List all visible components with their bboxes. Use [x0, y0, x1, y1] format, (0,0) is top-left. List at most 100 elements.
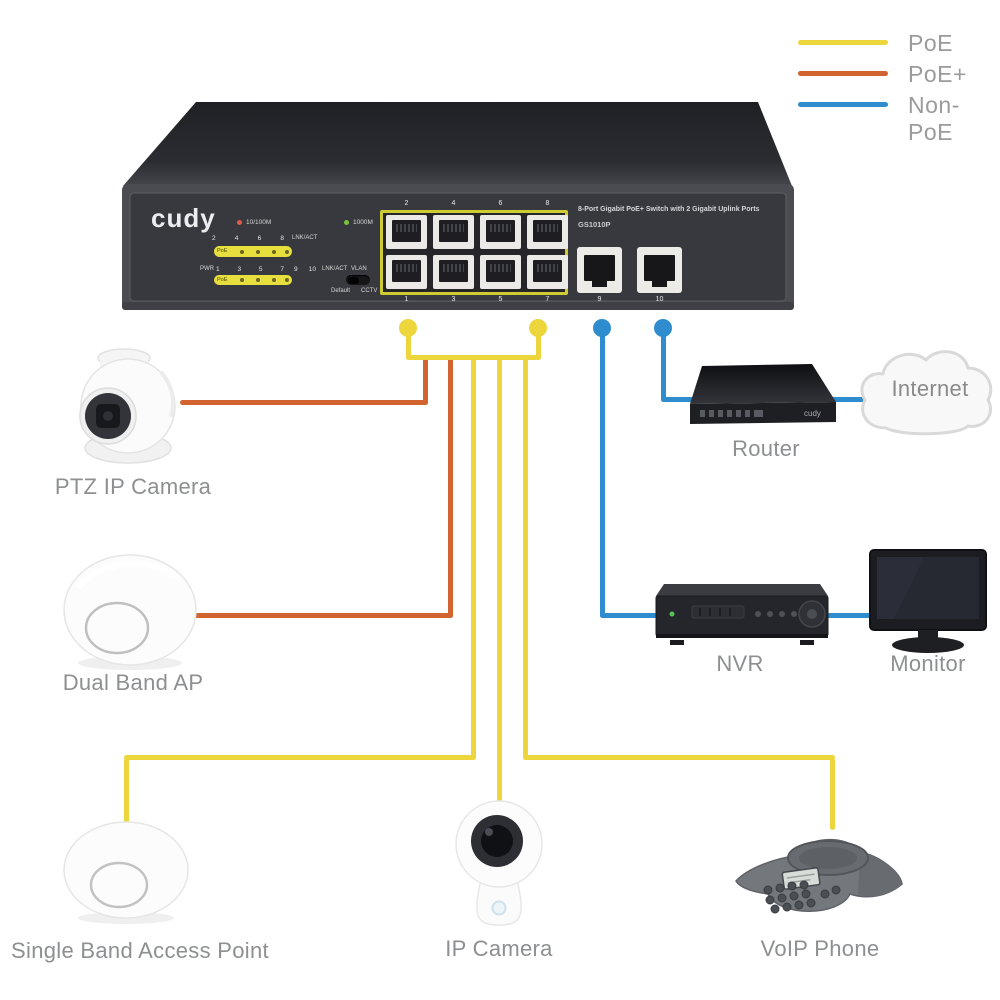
- voip-phone: [735, 839, 903, 914]
- cable-nonpoe-router-vertical: [661, 332, 666, 402]
- ip-camera-label: IP Camera: [445, 936, 553, 961]
- port-number-bottom: 7: [545, 296, 550, 303]
- led-1000-label: 1000M: [353, 219, 373, 226]
- vlan-toggle-switch: [346, 275, 370, 285]
- cable-poe-singleap-horizontal: [124, 755, 476, 760]
- ip-camera: [455, 800, 543, 926]
- cable-poe-plus-ap-horizontal: [193, 613, 453, 618]
- cable-poe-ipcam-vertical: [497, 358, 502, 808]
- internet-cloud: [860, 350, 993, 436]
- ptz-ip-camera-label: PTZ IP Camera: [54, 474, 212, 499]
- nvr: [655, 584, 829, 645]
- cable-poe-voip-drop: [830, 758, 835, 830]
- indicator-row1-numbers: 2 4 6 8: [212, 235, 284, 242]
- uplink-port-10: [637, 247, 682, 293]
- legend-line-poe-plus: [798, 71, 888, 76]
- nvr-label: NVR: [716, 651, 764, 676]
- rj45-port-3: [433, 255, 474, 289]
- legend-label-poe: PoE: [908, 30, 953, 56]
- cable-nonpoe-router-internet: [830, 397, 870, 402]
- legend-line-poe: [798, 40, 888, 45]
- cable-poe-singleap-vertical: [471, 358, 476, 760]
- cable-nonpoe-nvr-monitor: [823, 613, 878, 618]
- indicator-num: 10: [308, 266, 316, 273]
- switch-description: 8-Port Gigabit PoE+ Switch with 2 Gigabi…: [578, 206, 760, 213]
- port-number-top: 8: [545, 200, 550, 207]
- lnk-act-label-row2: LNK/ACT: [322, 266, 348, 272]
- led-1000-dot: [344, 220, 349, 225]
- single-band-access-point: [63, 821, 189, 924]
- indicator-num: 5: [258, 266, 263, 273]
- poe-led-bar-row1: PoE: [214, 246, 292, 257]
- indicator-num: 3: [237, 266, 242, 273]
- indicator-row2-numbers: 1 3 5 7: [216, 266, 284, 273]
- indicator-num: 4: [234, 235, 239, 242]
- uplink-port-9: [577, 247, 622, 293]
- poe-bar-label: PoE: [217, 276, 228, 283]
- indicator-num: 8: [280, 235, 284, 242]
- port-number-bottom: 3: [451, 296, 456, 303]
- port-number-top: 2: [404, 200, 409, 207]
- monitor-label: Monitor: [890, 651, 966, 676]
- indicator-num: 7: [280, 266, 284, 273]
- cable-nonpoe-router-horizontal: [661, 397, 701, 402]
- led-10-100-dot: [237, 220, 242, 225]
- router-logo: cudy: [804, 409, 821, 418]
- indicator-num: 9: [294, 266, 298, 273]
- poe-port-dot-left: [399, 319, 417, 337]
- legend-label-non-poe: Non-PoE: [908, 92, 960, 145]
- rj45-port-7: [527, 255, 568, 289]
- monitor: [869, 549, 987, 653]
- nonpoe-port-dot-right: [654, 319, 672, 337]
- dual-band-ap: [63, 554, 197, 670]
- switch-base-strip: [122, 302, 794, 310]
- cable-poe-plus-ap-vertical: [448, 358, 453, 618]
- legend-label-poe-plus: PoE+: [908, 61, 967, 87]
- vlan-label: VLAN: [351, 266, 367, 272]
- rj45-port-5: [480, 255, 521, 289]
- rj45-port-1: [386, 255, 427, 289]
- cable-nonpoe-nvr-vertical: [600, 332, 605, 618]
- vlan-cctv-label: CCTV: [361, 288, 378, 294]
- switch-model: GS1010P: [578, 220, 611, 229]
- single-band-access-point-label: Single Band Access Point: [11, 938, 269, 963]
- indicator-num: 1: [216, 266, 220, 273]
- rj45-port-4: [433, 215, 474, 249]
- nonpoe-port-dot-left: [593, 319, 611, 337]
- cable-poe-plus-ptz-horizontal: [180, 400, 428, 405]
- legend-line-non-poe: [798, 102, 888, 107]
- uplink-port-number: 9: [597, 296, 602, 303]
- cable-poe-bus: [406, 355, 541, 360]
- cable-poe-singleap-drop: [124, 758, 129, 826]
- indicator-num: 6: [257, 235, 262, 242]
- voip-phone-label: VoIP Phone: [760, 936, 880, 961]
- port-number-top: 6: [498, 200, 503, 207]
- cable-nonpoe-nvr-horizontal: [600, 613, 662, 618]
- dual-band-ap-label: Dual Band AP: [62, 670, 204, 695]
- internet-label: Internet: [891, 376, 969, 401]
- vlan-default-label: Default: [331, 288, 351, 294]
- poe-led-bar-row2: PoE: [214, 275, 292, 285]
- router: cudy: [690, 364, 836, 424]
- router-label: Router: [732, 436, 800, 461]
- cable-poe-stem-right: [536, 330, 541, 360]
- rj45-port-8: [527, 215, 568, 249]
- ptz-ip-camera: [79, 348, 176, 464]
- switch-brand-logo: cudy: [151, 203, 216, 233]
- port-number-top: 4: [451, 200, 456, 207]
- indicator-num: 2: [212, 235, 216, 242]
- switch-top-face: [123, 102, 792, 186]
- led-10-100-label: 10/100M: [246, 219, 272, 226]
- cable-poe-voip-horizontal: [523, 755, 835, 760]
- rj45-port-6: [480, 215, 521, 249]
- port-number-bottom: 5: [498, 296, 503, 303]
- indicator-row2-uplink-numbers: 9 10: [294, 266, 316, 273]
- lnk-act-label-row1: LNK/ACT: [292, 235, 318, 241]
- cable-poe-stem-left: [406, 330, 411, 360]
- poe-bar-label: PoE: [217, 248, 228, 254]
- rj45-port-2: [386, 215, 427, 249]
- cable-poe-plus-ptz-vertical: [423, 358, 428, 405]
- poe-port-dot-right: [529, 319, 547, 337]
- cable-poe-voip-vertical: [523, 358, 528, 760]
